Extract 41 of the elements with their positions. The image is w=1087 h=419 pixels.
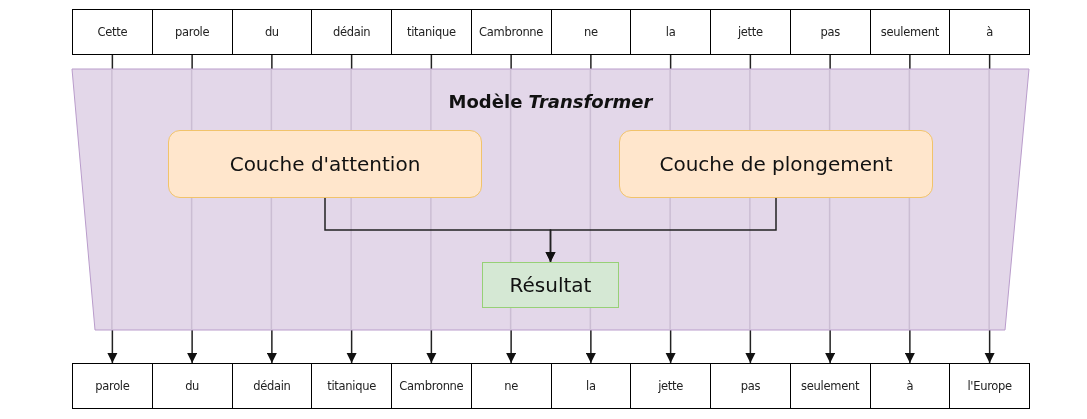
layer-box: Couche de plongement <box>619 130 933 198</box>
token-box: la <box>550 363 632 409</box>
arrow <box>904 329 916 364</box>
layer-box: Couche d'attention <box>168 130 482 198</box>
token-box: du <box>151 363 233 409</box>
arrow <box>585 329 597 364</box>
token-box: du <box>231 9 313 55</box>
token-box: l'Europe <box>949 363 1030 409</box>
arrow <box>545 197 777 263</box>
token-box: pas <box>789 9 871 55</box>
token-box: parole <box>72 363 153 409</box>
token-box: à <box>949 9 1030 55</box>
token-box: seulement <box>789 363 871 409</box>
token-box: dédain <box>311 9 392 55</box>
layer-box: Résultat <box>482 262 619 308</box>
model-title: Modèle Transformer <box>447 91 655 112</box>
token-box: pas <box>710 363 791 409</box>
token-box: seulement <box>869 9 951 55</box>
token-box: titanique <box>311 363 392 409</box>
token-box: ne <box>470 363 552 409</box>
token-box: dédain <box>231 363 313 409</box>
token-box: jette <box>710 9 791 55</box>
token-box: parole <box>151 9 233 55</box>
arrow <box>346 329 357 364</box>
arrow <box>266 329 278 364</box>
token-box: ne <box>550 9 632 55</box>
token-box: la <box>630 9 711 55</box>
arrow <box>186 329 198 364</box>
arrow <box>984 329 995 364</box>
token-box: Cette <box>72 9 153 55</box>
token-box: Cambronne <box>470 9 552 55</box>
arrow <box>665 329 676 364</box>
arrow <box>505 329 517 364</box>
token-box: Cambronne <box>391 363 472 409</box>
token-box: titanique <box>391 9 472 55</box>
arrow <box>107 329 118 364</box>
arrow <box>745 329 756 364</box>
token-box: à <box>869 363 951 409</box>
arrow <box>426 329 437 364</box>
token-box: jette <box>630 363 711 409</box>
arrow <box>824 329 836 364</box>
